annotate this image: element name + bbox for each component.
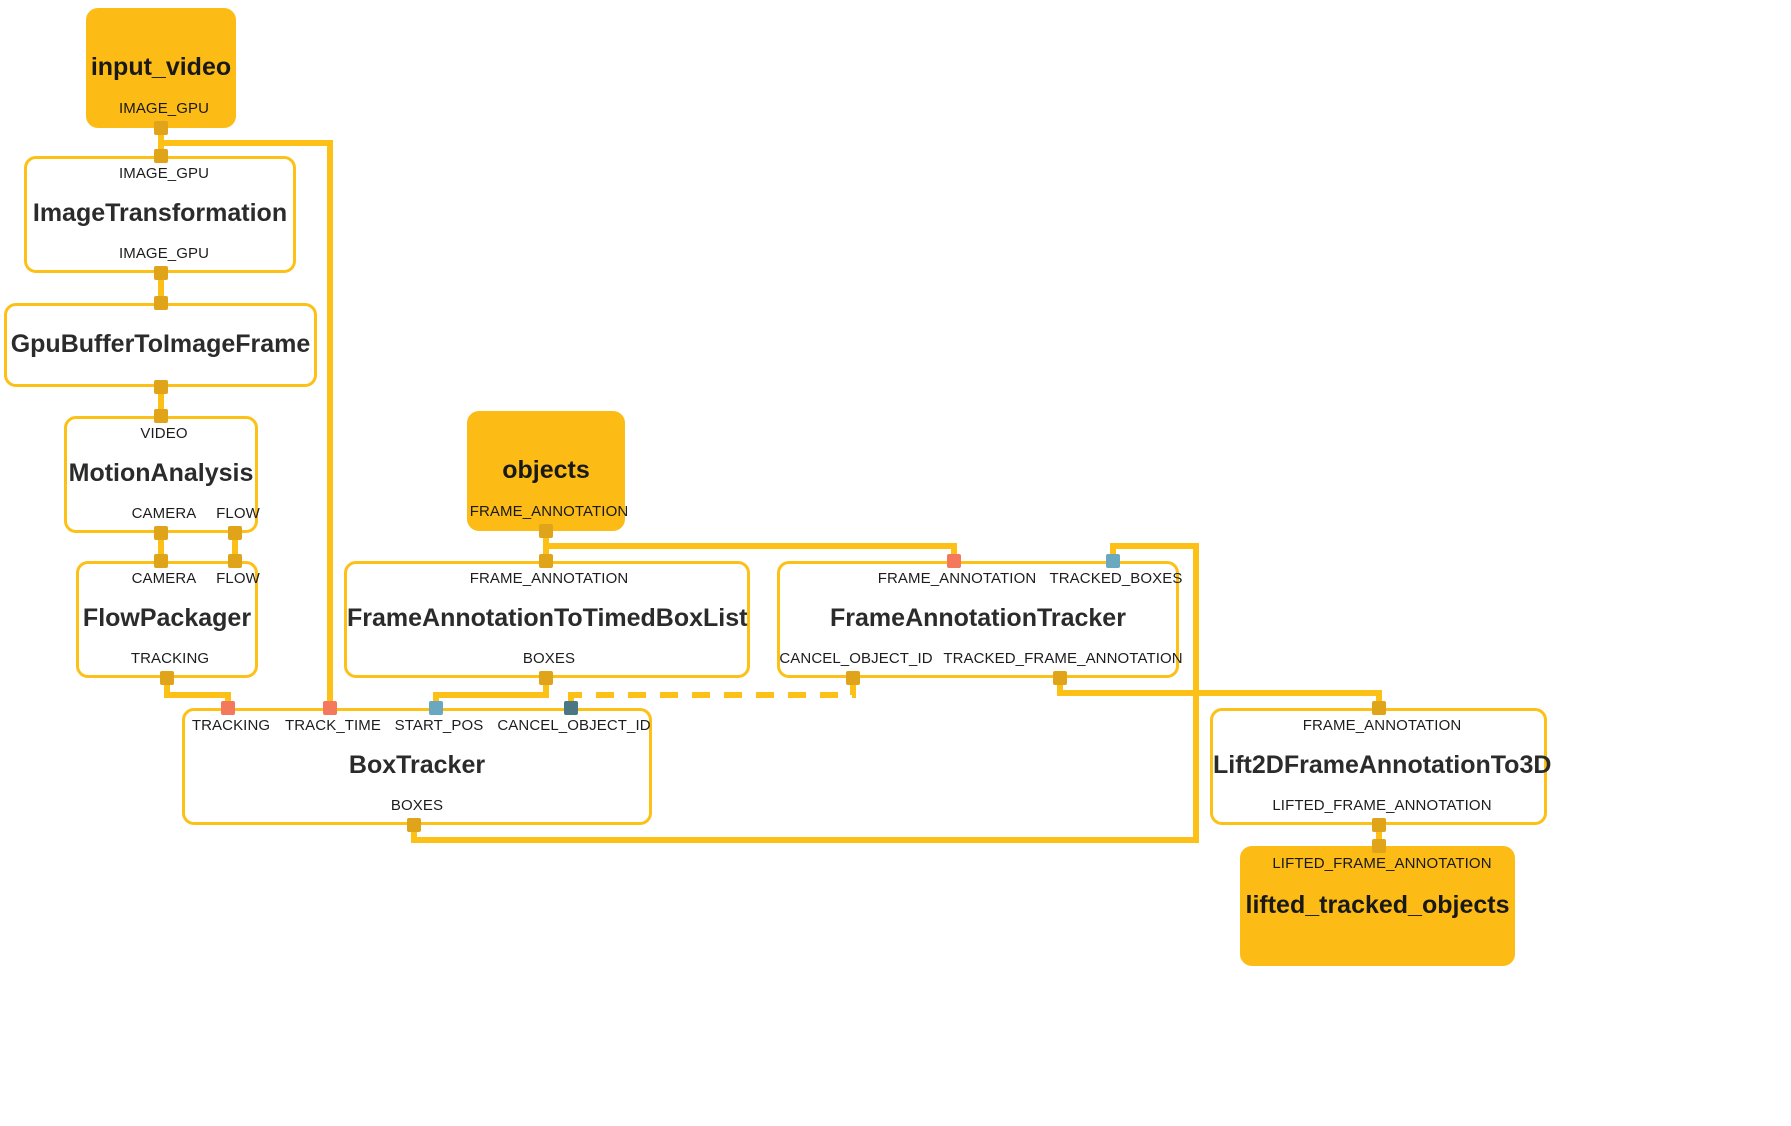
node-title-Lift2DFrameAnnotationTo3D: Lift2DFrameAnnotationTo3D — [1213, 751, 1552, 779]
input-port-label-frame_annotation: FRAME_ANNOTATION — [469, 570, 629, 587]
node-Lift2DFrameAnnotationTo3D[interactable]: FRAME_ANNOTATION Lift2DFrameAnnotationTo3… — [1210, 708, 1552, 825]
input-port-label-camera: CAMERA — [131, 570, 197, 587]
input-port-frame_annotation-Lift2DFrameAnnotationTo3D[interactable] — [1372, 701, 1386, 715]
input-port-cancel_object_id-BoxTracker[interactable] — [564, 701, 578, 715]
node-FrameAnnotationTracker[interactable]: FRAME_ANNOTATION TRACKED_BOXES FrameAnnota… — [777, 561, 1183, 678]
input-port-row: TRACKING TRACK_TIME START_POS CANCEL_OBJECT… — [185, 717, 651, 737]
node-title-lifted_tracked_objects: lifted_tracked_objects — [1245, 890, 1510, 919]
output-port-label-image_gpu: IMAGE_GPU — [118, 245, 210, 262]
input-port-label-track_time: TRACK_TIME — [284, 717, 382, 734]
output-port-label-boxes: BOXES — [390, 797, 444, 814]
input-port-row: FRAME_ANNOTATION — [347, 570, 747, 590]
output-port-frame_annotation-objects[interactable] — [539, 524, 553, 538]
output-port-tracked_frame_annotation-FrameAnnotationTracker[interactable] — [1053, 671, 1067, 685]
output-port-out-GpuBufferToImageFrame[interactable] — [154, 380, 168, 394]
output-port-row: BOXES — [347, 647, 747, 667]
input-port-start_pos-BoxTracker[interactable] — [429, 701, 443, 715]
input-port-label-image_gpu: IMAGE_GPU — [118, 165, 210, 182]
output-port-boxes-FrameAnnotationToTimedBoxList[interactable] — [539, 671, 553, 685]
input-port-row — [89, 17, 233, 37]
output-port-label-boxes: BOXES — [522, 650, 576, 667]
output-port-row: CAMERA FLOW — [67, 502, 260, 522]
input-port-row: LIFTED_FRAME_ANNOTATION — [1243, 855, 1512, 875]
input-port-label-lifted_frame_annotation: LIFTED_FRAME_ANNOTATION — [1272, 855, 1492, 872]
output-port-row — [1243, 935, 1512, 955]
input-port-label-flow: FLOW — [216, 570, 260, 587]
node-GpuBufferToImageFrame[interactable]: GpuBufferToImageFrame — [4, 303, 317, 387]
output-port-label-tracking: TRACKING — [130, 650, 210, 667]
node-title-GpuBufferToImageFrame: GpuBufferToImageFrame — [10, 329, 311, 358]
input-port-label-frame_annotation: FRAME_ANNOTATION — [1302, 717, 1462, 734]
node-lifted_tracked_objects[interactable]: LIFTED_FRAME_ANNOTATION lifted_tracked_ob… — [1240, 846, 1515, 966]
output-port-row: LIFTED_FRAME_ANNOTATION — [1213, 794, 1544, 814]
output-port-tracking-FlowPackager[interactable] — [160, 671, 174, 685]
output-port-flow-MotionAnalysis[interactable] — [228, 526, 242, 540]
node-title-FrameAnnotationToTimedBoxList: FrameAnnotationToTimedBoxList — [347, 604, 748, 632]
input-port-row: CAMERA FLOW — [79, 570, 260, 590]
output-port-label-flow: FLOW — [216, 505, 260, 522]
output-port-row: BOXES — [185, 794, 649, 814]
node-title-input_video: input_video — [90, 52, 232, 81]
output-port-lifted_frame_annotation-Lift2DFrameAnnotationTo3D[interactable] — [1372, 818, 1386, 832]
output-port-row: IMAGE_GPU — [89, 97, 233, 117]
edge-objects-to-frameannotationtracker — [546, 543, 957, 561]
output-port-row: TRACKING — [79, 647, 255, 667]
input-port-row — [470, 420, 622, 440]
output-port-label-frame_annotation: FRAME_ANNOTATION — [469, 503, 629, 520]
output-port-label-tracked_frame_annotation: TRACKED_FRAME_ANNOTATION — [943, 650, 1183, 667]
input-port-video-MotionAnalysis[interactable] — [154, 409, 168, 423]
output-port-cancel_object_id-FrameAnnotationTracker[interactable] — [846, 671, 860, 685]
node-title-objects: objects — [502, 455, 590, 484]
output-port-label-cancel_object_id: CANCEL_OBJECT_ID — [779, 650, 933, 667]
output-port-row: CANCEL_OBJECT_ID TRACKED_FRAME_ANNOTATION — [779, 647, 1182, 667]
output-port-label-camera: CAMERA — [131, 505, 197, 522]
node-title-BoxTracker: BoxTracker — [348, 751, 486, 779]
input-port-row: FRAME_ANNOTATION TRACKED_BOXES — [780, 570, 1183, 590]
input-port-tracking-BoxTracker[interactable] — [221, 701, 235, 715]
input-port-label-tracked_boxes: TRACKED_BOXES — [1049, 570, 1183, 587]
output-port-image_gpu-ImageTransformation[interactable] — [154, 266, 168, 280]
node-title-MotionAnalysis: MotionAnalysis — [68, 459, 254, 487]
input-port-tracked_boxes-FrameAnnotationTracker[interactable] — [1106, 554, 1120, 568]
input-port-camera-FlowPackager[interactable] — [154, 554, 168, 568]
output-port-row: IMAGE_GPU — [27, 242, 293, 262]
input-port-label-video: VIDEO — [140, 425, 188, 442]
output-port-label-lifted_frame_annotation: LIFTED_FRAME_ANNOTATION — [1272, 797, 1492, 814]
node-title-FrameAnnotationTracker: FrameAnnotationTracker — [830, 604, 1126, 632]
input-port-row: FRAME_ANNOTATION — [1213, 717, 1544, 737]
input-port-lifted_frame_annotation-lifted_tracked_objects[interactable] — [1372, 839, 1386, 853]
input-port-label-frame_annotation: FRAME_ANNOTATION — [877, 570, 1037, 587]
output-port-image_gpu-input_video[interactable] — [154, 121, 168, 135]
edge-tracker-trackedframeannotation-to-lift2d — [1057, 678, 1382, 708]
input-port-frame_annotation-FrameAnnotationToTimedBoxList[interactable] — [539, 554, 553, 568]
output-port-row — [7, 359, 314, 377]
input-port-track_time-BoxTracker[interactable] — [323, 701, 337, 715]
output-port-camera-MotionAnalysis[interactable] — [154, 526, 168, 540]
input-port-label-tracking: TRACKING — [191, 717, 271, 734]
input-port-image_gpu-ImageTransformation[interactable] — [154, 149, 168, 163]
input-port-frame_annotation-FrameAnnotationTracker[interactable] — [947, 554, 961, 568]
output-port-label-image_gpu: IMAGE_GPU — [118, 100, 210, 117]
node-title-ImageTransformation: ImageTransformation — [32, 199, 288, 227]
node-title-FlowPackager: FlowPackager — [82, 604, 252, 632]
node-FrameAnnotationToTimedBoxList[interactable]: FRAME_ANNOTATION FrameAnnotationToTimedBo… — [344, 561, 750, 678]
input-port-row: VIDEO — [67, 425, 255, 445]
node-BoxTracker[interactable]: TRACKING TRACK_TIME START_POS CANCEL_OBJECT… — [182, 708, 652, 825]
output-port-boxes-BoxTracker[interactable] — [407, 818, 421, 832]
input-port-in-GpuBufferToImageFrame[interactable] — [154, 296, 168, 310]
output-port-row: FRAME_ANNOTATION — [470, 500, 628, 520]
input-port-label-cancel_object_id: CANCEL_OBJECT_ID — [497, 717, 651, 734]
input-port-label-start_pos: START_POS — [394, 717, 484, 734]
input-port-flow-FlowPackager[interactable] — [228, 554, 242, 568]
input-port-row — [7, 312, 314, 330]
input-port-row: IMAGE_GPU — [27, 165, 293, 185]
